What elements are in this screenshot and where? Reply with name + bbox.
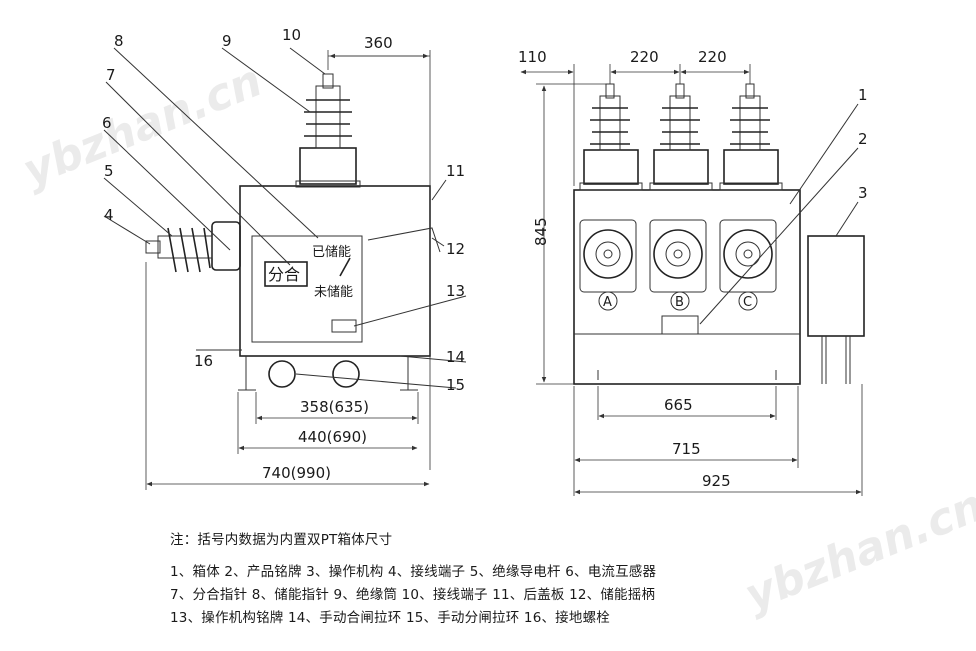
callout-10: 10 — [282, 26, 301, 44]
left-insulator-sheds — [145, 227, 213, 273]
top-insulator-sheds — [304, 73, 352, 149]
callout-1: 1 — [858, 86, 868, 104]
dim-110: 110 — [518, 48, 547, 66]
ct-windows — [579, 219, 777, 293]
charged-label: 已储能 — [312, 245, 351, 260]
phase-a: A — [603, 295, 612, 310]
dim-440: 440(690) — [298, 428, 367, 446]
mechanism-nameplate — [331, 319, 357, 333]
front-view: A B C 1 2 3 110 220 220 845 665 7 — [518, 48, 868, 496]
dim-360: 360 — [364, 34, 393, 52]
front-leader-lines — [699, 103, 859, 325]
close-pull-ring — [268, 360, 296, 388]
insulator-base — [299, 147, 357, 185]
dim-925: 925 — [702, 472, 731, 490]
phase-b: B — [675, 295, 684, 310]
callout-4: 4 — [104, 206, 114, 224]
leader-lines — [103, 47, 467, 389]
callout-5: 5 — [104, 162, 114, 180]
dim-665: 665 — [664, 396, 693, 414]
dim-715: 715 — [672, 440, 701, 458]
charge-pointer — [339, 257, 351, 277]
callout-16: 16 — [194, 352, 213, 370]
callout-13: 13 — [446, 282, 465, 300]
legend-line-3: 13、操作机构铭牌 14、手动合闸拉环 15、手动分闸拉环 16、接地螺栓 — [170, 610, 610, 626]
side-view: 分合 已储能 未储能 8 9 10 7 6 5 4 11 12 13 — [102, 26, 467, 490]
dim-358: 358(635) — [300, 398, 369, 416]
uncharged-label: 未储能 — [314, 285, 353, 300]
charging-crank — [367, 227, 441, 253]
watermark: ybzhan.cn — [16, 55, 269, 197]
callout-8: 8 — [114, 32, 124, 50]
operating-mechanism — [807, 235, 865, 337]
callout-7: 7 — [106, 66, 116, 84]
front-enclosure — [573, 189, 801, 385]
callout-2: 2 — [858, 130, 868, 148]
callout-6: 6 — [102, 114, 112, 132]
phase-bushings — [579, 83, 783, 191]
legend-line-2: 7、分合指针 8、储能指针 9、绝缘筒 10、接线端子 11、后盖板 12、储能… — [170, 587, 656, 603]
open-pull-ring — [332, 360, 360, 388]
callout-3: 3 — [858, 184, 868, 202]
dim-220-a: 220 — [630, 48, 659, 66]
switch-label: 分合 — [268, 265, 300, 284]
watermark: ybzhan.cn — [738, 480, 976, 622]
product-nameplate — [661, 315, 699, 335]
callout-9: 9 — [222, 32, 232, 50]
callout-14: 14 — [446, 348, 465, 366]
callout-15: 15 — [446, 376, 465, 394]
notes-title: 注：括号内数据为内置双PT箱体尺寸 — [170, 532, 393, 548]
dim-740: 740(990) — [262, 464, 331, 482]
dim-220-b: 220 — [698, 48, 727, 66]
phase-c: C — [743, 295, 752, 310]
dim-845: 845 — [532, 217, 550, 246]
callout-12: 12 — [446, 240, 465, 258]
callout-11: 11 — [446, 162, 465, 180]
mechanism-plate — [251, 235, 363, 343]
legend-line-1: 1、箱体 2、产品铭牌 3、操作机构 4、接线端子 5、绝缘导电杆 6、电流互感… — [170, 564, 657, 580]
